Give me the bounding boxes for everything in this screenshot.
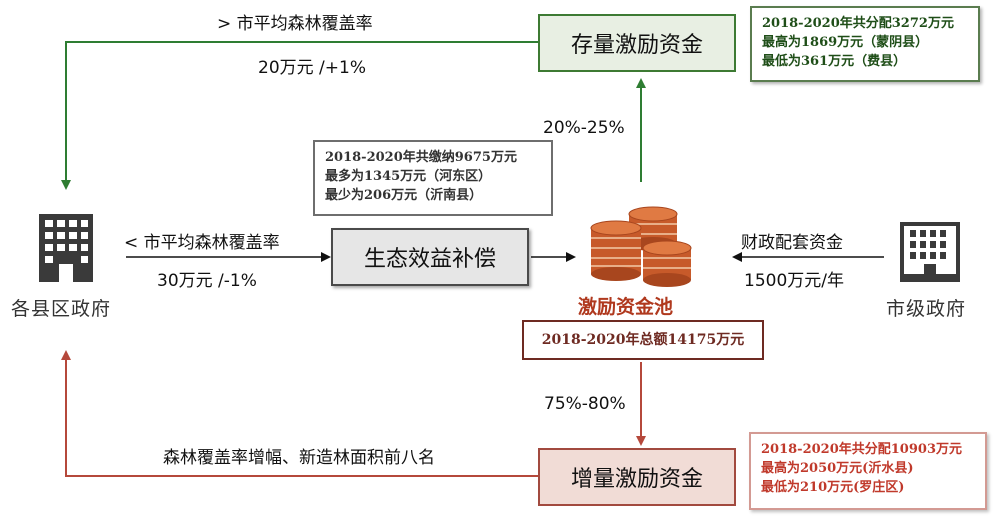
eco-compensation-box: 生态效益补偿 <box>331 228 529 286</box>
stock-fund-label: 存量激励资金 <box>570 33 703 58</box>
stock-fund-info: 2018-2020年共分配3272万元 最高为1869万元（蒙阴县） 最低为36… <box>750 6 980 82</box>
city-government-label: 市级政府 <box>886 298 967 320</box>
incremental-info-line: 2018-2020年共分配10903万元 <box>761 442 962 457</box>
eco-penalty-text: 30万元 /-1% <box>157 271 257 291</box>
eco-info-line: 最少为206万元（沂南县） <box>325 188 483 203</box>
building-icon <box>900 222 960 282</box>
county-government-label: 各县区政府 <box>11 298 112 320</box>
eco-info-line: 2018-2020年共缴纳9675万元 <box>325 150 517 165</box>
incremental-info-line: 最高为2050万元(沂水县) <box>761 461 914 476</box>
stock-reward-text: 20万元 /+1% <box>258 58 366 78</box>
pool-total-box: 2018-2020年总额14175万元 <box>522 320 764 360</box>
city-funding-text: 财政配套资金 <box>741 233 843 253</box>
incremental-info-line: 最低为210万元(罗庄区) <box>761 480 905 495</box>
eco-compensation-label: 生态效益补偿 <box>363 247 496 272</box>
coin-stack-right <box>642 240 692 287</box>
incremental-condition-text: 森林覆盖率增幅、新造林面积前八名 <box>163 448 435 468</box>
coin-stack-left <box>590 220 642 281</box>
stock-info-line: 最低为361万元（费县） <box>762 54 907 69</box>
eco-condition-text: < 市平均森林覆盖率 <box>124 233 280 253</box>
arrow-stock-to-county <box>61 41 538 190</box>
incremental-fund-label: 增量激励资金 <box>570 467 703 492</box>
incremental-fund-box: 增量激励资金 <box>538 448 736 506</box>
stock-condition-text: > 市平均森林覆盖率 <box>217 14 373 34</box>
arrow-incremental-to-county <box>61 350 538 477</box>
incremental-share-text: 75%-80% <box>544 394 626 414</box>
incremental-fund-info: 2018-2020年共分配10903万元 最高为2050万元(沂水县) 最低为2… <box>749 432 987 510</box>
building-icon <box>39 214 93 282</box>
stock-fund-box: 存量激励资金 <box>538 14 736 72</box>
pool-label: 激励资金池 <box>578 296 674 318</box>
coin-stack-icon <box>590 206 692 287</box>
stock-info-line: 最高为1869万元（蒙阴县） <box>762 35 929 50</box>
eco-payment-info: 2018-2020年共缴纳9675万元 最多为1345万元（河东区） 最少为20… <box>313 140 553 216</box>
city-amount-text: 1500万元/年 <box>744 271 844 291</box>
pool-total-text: 2018-2020年总额14175万元 <box>541 331 745 348</box>
stock-share-text: 20%-25% <box>543 118 625 138</box>
eco-info-line: 最多为1345万元（河东区） <box>325 169 492 184</box>
stock-info-line: 2018-2020年共分配3272万元 <box>762 16 954 31</box>
